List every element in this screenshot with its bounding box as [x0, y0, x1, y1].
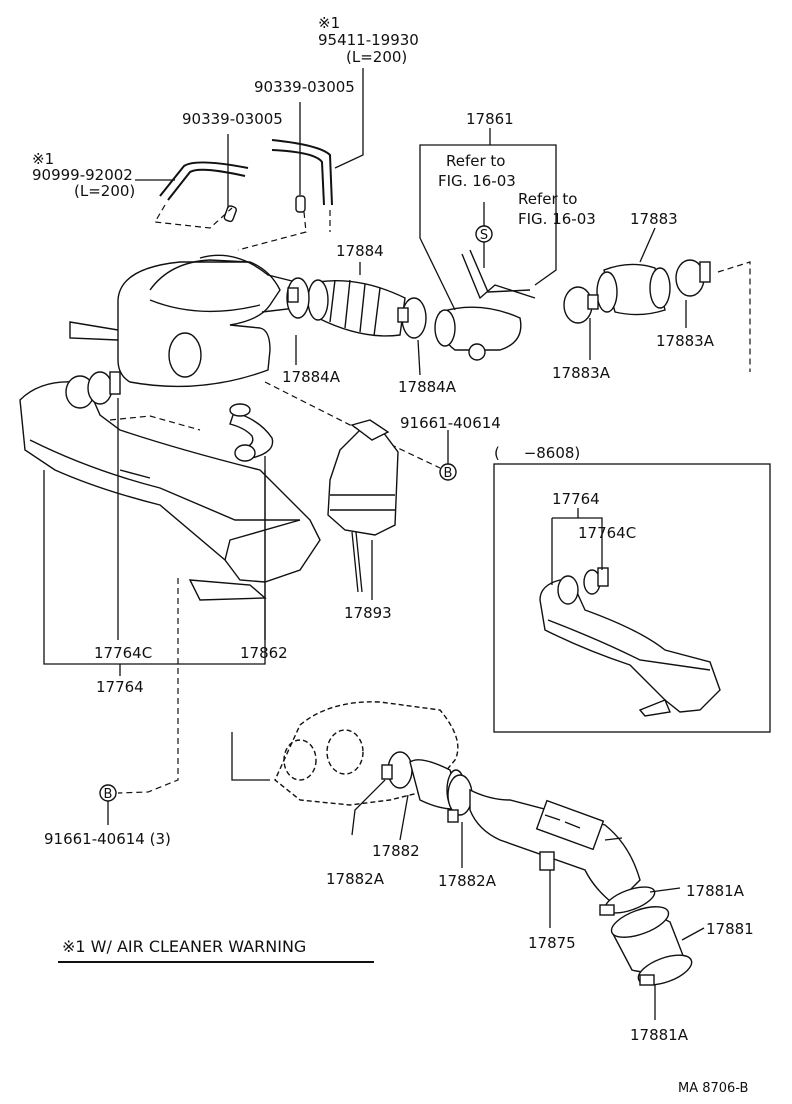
throttle-body-outline — [274, 701, 459, 806]
refer-2-line1: Refer to — [518, 190, 577, 208]
label-17861: 17861 — [466, 110, 514, 128]
label-91661-40614-bottom: 91661-40614 (3) — [44, 830, 171, 848]
refer-1-line1: Refer to — [446, 152, 505, 170]
air-cleaner-hose-17883 — [596, 263, 671, 316]
label-17764: 17764 — [96, 678, 144, 696]
hose-clamp-17882A-left — [381, 751, 413, 789]
label-17884A-left: 17884A — [282, 368, 341, 386]
label-range-8608: ( −8608) — [494, 444, 580, 462]
vacuum-hose-95411 — [271, 139, 333, 213]
label-95411-length: (L=200) — [346, 48, 407, 66]
label-17884A-right: 17884A — [398, 378, 457, 396]
label-17881A-top: 17881A — [686, 882, 745, 900]
label-17881: 17881 — [706, 920, 754, 938]
hose-clamp-17883A-left — [563, 286, 599, 324]
marker-b-top: B — [444, 466, 453, 481]
label-17884: 17884 — [336, 242, 384, 260]
air-cleaner-housing — [69, 254, 297, 388]
hose-clamp-17884A-left — [286, 277, 310, 319]
inset-box — [493, 463, 771, 733]
label-17882A-right: 17882A — [438, 872, 497, 890]
label-17875: 17875 — [528, 934, 576, 952]
label-17764C: 17764C — [94, 644, 152, 662]
marker-b-bottom: B — [104, 787, 113, 802]
note-mark-2: ※1 — [32, 150, 54, 168]
label-17893: 17893 — [344, 604, 392, 622]
resonator-17861 — [434, 249, 536, 361]
label-90339-03005-lower: 90339-03005 — [182, 110, 283, 128]
note-mark-1: ※1 — [318, 14, 340, 32]
refer-1-line2: FIG. 16-03 — [438, 172, 516, 190]
hose-clamp-17883A-right — [675, 259, 711, 297]
vacuum-hose-90999 — [159, 161, 249, 223]
intake-pipe — [469, 788, 641, 906]
air-hose-17862 — [229, 403, 274, 462]
label-17883A-right: 17883A — [656, 332, 715, 350]
inset-duct-17764 — [539, 567, 721, 717]
intake-duct-17764 — [19, 375, 321, 601]
hose-clamp-17764C — [87, 371, 121, 405]
label-17882: 17882 — [372, 842, 420, 860]
label-17883: 17883 — [630, 210, 678, 228]
air-cleaner-hose-17884 — [307, 279, 406, 337]
hose-clamp-17882A-right — [447, 774, 473, 823]
hose-clamp-17884A-right — [397, 297, 427, 339]
label-17862: 17862 — [240, 644, 288, 662]
label-17883A-left: 17883A — [552, 364, 611, 382]
warning-note: ※1 W/ AIR CLEANER WARNING — [62, 937, 306, 956]
label-90339-03005-upper: 90339-03005 — [254, 78, 355, 96]
label-17764C-inset: 17764C — [578, 524, 636, 542]
hose-clamp-17881A-bottom — [637, 954, 693, 986]
air-control-valve-17893 — [327, 419, 399, 593]
label-91661-40614-top: 91661-40614 — [400, 414, 501, 432]
marker-s: S — [480, 228, 488, 243]
label-17882A-left: 17882A — [326, 870, 385, 888]
refer-2-line2: FIG. 16-03 — [518, 210, 596, 228]
label-90999-92002: 90999-92002 — [32, 166, 133, 184]
drawing-code: MA 8706-B — [678, 1081, 748, 1096]
label-17764-inset: 17764 — [552, 490, 600, 508]
label-17881A-bottom: 17881A — [630, 1026, 689, 1044]
label-95411-19930: 95411-19930 — [318, 31, 419, 49]
label-90999-length: (L=200) — [74, 182, 135, 200]
leader-lines — [43, 68, 705, 1020]
